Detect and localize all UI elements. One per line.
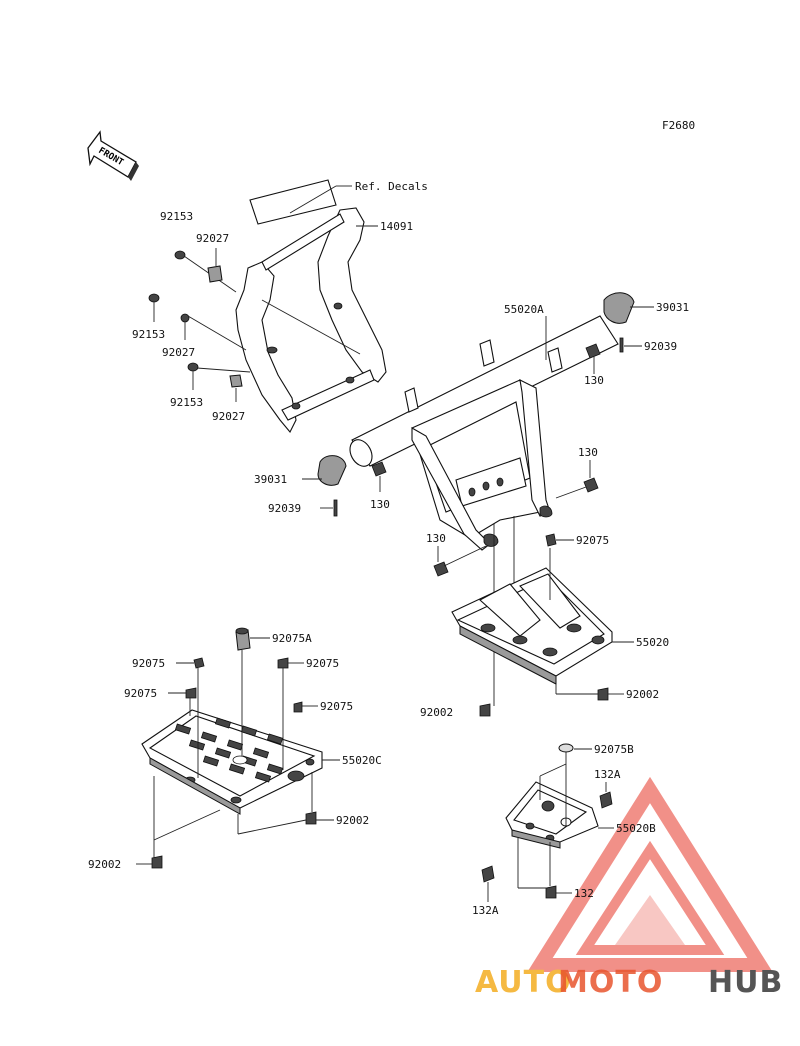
callout-92075-mid: 92075 [306, 657, 339, 670]
spacer-92075A [235, 627, 270, 756]
bolt-92002-plate-right [555, 641, 634, 701]
callout-130-right: 130 [578, 446, 598, 459]
watermark-text: AUTO MOTO HUB [475, 965, 783, 1000]
callout-92075B: 92075B [594, 743, 634, 756]
callout-55020A: 55020A [504, 303, 544, 316]
bolt-92002-right [237, 772, 334, 835]
callout-labels: Ref. Decals 14091 92153 92027 92153 9202… [88, 180, 689, 917]
pin-92039-left [333, 499, 338, 517]
bolt-132 [545, 842, 572, 899]
bolt-92002-plate-left [479, 703, 491, 717]
bolt-130-right [555, 460, 599, 499]
callout-92039-right: 92039 [644, 340, 677, 353]
diagram-code: F2680 [662, 119, 695, 132]
callout-39031-left: 39031 [254, 473, 287, 486]
callout-92075-left-b: 92075 [124, 687, 157, 700]
front-arrow-icon: FRONT [87, 130, 139, 181]
bolt-92153-top [174, 250, 237, 293]
callout-55020B: 55020B [616, 822, 656, 835]
callout-92002-lower-left: 92002 [88, 858, 121, 871]
nut-92075-left-b [168, 687, 197, 716]
callout-92075A: 92075A [272, 632, 312, 645]
watermark-auto: AUTO [475, 965, 572, 1000]
ref-decals-label: Ref. Decals [355, 180, 428, 193]
callout-92002-left: 92002 [420, 706, 453, 719]
callout-92027-low: 92027 [212, 410, 245, 423]
nut-92075-mid [277, 657, 304, 770]
nut-92075-right [293, 701, 318, 713]
callout-130-left: 130 [370, 498, 390, 511]
bolt-130-upper-right [585, 343, 601, 374]
decal-sheet [249, 179, 352, 225]
callout-92153-top: 92153 [160, 210, 193, 223]
bolt-130-lower [433, 545, 487, 577]
collar-92027-top [207, 248, 223, 283]
callout-132A-right: 132A [594, 768, 621, 781]
callout-92039-left: 92039 [268, 502, 301, 515]
collar-92027-low [229, 374, 243, 402]
callout-92027-top: 92027 [196, 232, 229, 245]
callout-130-lower: 130 [426, 532, 446, 545]
bolt-132A-right [599, 782, 613, 809]
watermark-moto: MOTO [558, 965, 663, 1000]
skid-plate-55020C [141, 709, 323, 815]
callout-92075-left-a: 92075 [132, 657, 165, 670]
callout-92002-right: 92002 [626, 688, 659, 701]
front-bracket-55020A [317, 292, 635, 551]
bolt-132A-left [481, 838, 548, 902]
leader-plate-b-upper [539, 763, 567, 777]
callout-14091: 14091 [380, 220, 413, 233]
callout-92075-plate: 92075 [576, 534, 609, 547]
nut-92075-left-a [176, 657, 205, 778]
collar-92027-mid [180, 313, 247, 351]
skid-plate-55020 [451, 567, 613, 685]
callout-92027-mid: 92027 [162, 346, 195, 359]
bolt-92153-low [187, 362, 251, 390]
callout-92153-low: 92153 [170, 396, 203, 409]
callout-55020: 55020 [636, 636, 669, 649]
callout-132: 132 [574, 887, 594, 900]
callout-39031-right: 39031 [656, 301, 689, 314]
front-guard-frame [235, 207, 387, 433]
nut-92075-plate [545, 533, 574, 600]
callout-92075-right: 92075 [320, 700, 353, 713]
bolt-130-left [371, 461, 387, 492]
guard-plate-55020B [505, 781, 599, 849]
watermark-hub: HUB [708, 965, 783, 1000]
callout-92002-lower-right: 92002 [336, 814, 369, 827]
bolt-92002-left [136, 776, 221, 869]
callout-55020C: 55020C [342, 754, 382, 767]
bolt-92153-mid [148, 293, 160, 322]
watermark-logo [527, 776, 773, 972]
callout-130-upper-right: 130 [584, 374, 604, 387]
callout-132A-left: 132A [472, 904, 499, 917]
pin-92039-right [619, 337, 624, 353]
callout-92153-mid: 92153 [132, 328, 165, 341]
